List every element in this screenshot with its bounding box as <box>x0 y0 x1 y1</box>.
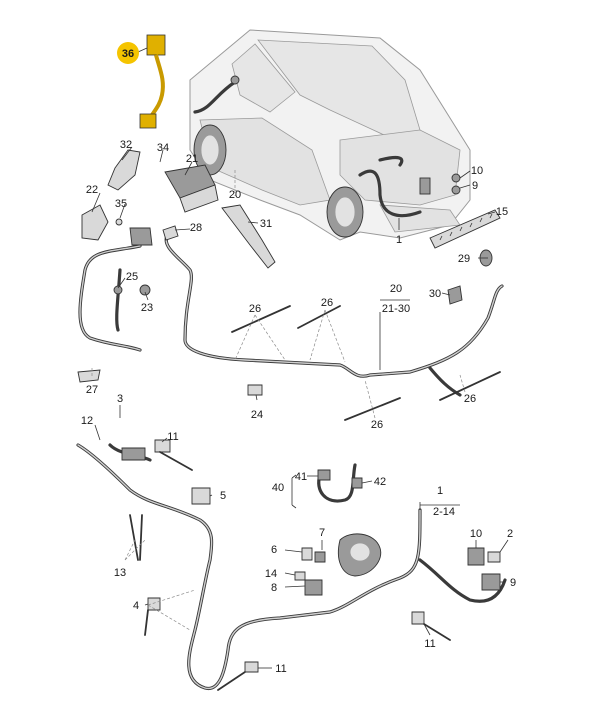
callout-11-lower: 11 <box>275 663 286 675</box>
callout-24: 24 <box>251 409 263 421</box>
sensor-41 <box>317 469 331 481</box>
callout-2-14: 2-14 <box>433 506 455 518</box>
part-10 <box>467 547 485 566</box>
callout-40: 40 <box>272 482 284 494</box>
bracket-32 <box>107 149 141 191</box>
part-2 <box>487 551 501 563</box>
callout-23: 23 <box>141 302 153 314</box>
callout-9-lower: 9 <box>510 577 516 589</box>
callout-3: 3 <box>117 393 123 405</box>
relay-5 <box>191 487 211 505</box>
callout-20-lower: 20 <box>390 283 402 295</box>
callout-5: 5 <box>220 490 226 502</box>
upper-harness <box>78 232 504 397</box>
part-6 <box>301 547 313 561</box>
callout-36-badge <box>117 42 139 64</box>
sensor-42 <box>351 477 363 489</box>
callout-31: 31 <box>260 218 272 230</box>
callout-26-b: 26 <box>321 297 333 309</box>
clip-4 <box>147 597 161 611</box>
callout-10-upper: 10 <box>471 165 483 177</box>
callout-35: 35 <box>115 198 127 210</box>
connector-28 <box>129 227 153 246</box>
connector-12 <box>121 447 146 461</box>
callout-12: 12 <box>81 415 93 427</box>
callout-28: 28 <box>190 222 202 234</box>
part-8 <box>304 579 323 596</box>
callout-8: 8 <box>271 582 277 594</box>
part-24 <box>247 384 263 396</box>
clip-27 <box>77 369 101 383</box>
callout-21-upper: 21 <box>186 153 198 165</box>
callout-36: 36 <box>122 48 134 60</box>
callout-41: 41 <box>295 471 307 483</box>
callout-6: 6 <box>271 544 277 556</box>
callout-26-c: 26 <box>371 419 383 431</box>
callout-22: 22 <box>86 184 98 196</box>
callout-25: 25 <box>126 271 138 283</box>
callout-14: 14 <box>265 568 277 580</box>
callout-30: 30 <box>429 288 441 300</box>
bracket-31 <box>221 204 276 269</box>
callout-1-lower: 1 <box>437 485 443 497</box>
callout-7: 7 <box>319 527 325 539</box>
callout-9-upper: 9 <box>472 180 478 192</box>
callout-26-a: 26 <box>249 303 261 315</box>
callout-20-upper: 20 <box>229 189 241 201</box>
part-14 <box>294 571 306 581</box>
part-30 <box>447 285 463 305</box>
bracket-22 <box>81 204 109 241</box>
callout-26-d: 26 <box>464 393 476 405</box>
leader-lines <box>91 47 509 669</box>
callout-34: 34 <box>157 142 169 154</box>
callout-4: 4 <box>133 600 139 612</box>
callout-27: 27 <box>86 384 98 396</box>
callout-21-30: 21-30 <box>382 303 410 315</box>
connector-7 <box>314 551 326 563</box>
callout-2: 2 <box>507 528 513 540</box>
clip-11-lower <box>244 661 259 673</box>
highlight-part-36 <box>139 34 166 129</box>
callout-32: 32 <box>120 139 132 151</box>
screw-35 <box>115 218 123 226</box>
clip-11-right <box>411 611 425 625</box>
bumper-bracket <box>429 209 501 249</box>
connector-23 <box>139 284 151 296</box>
callout-labels: 36 32 34 21 20 22 35 28 31 10 9 15 1 29 … <box>81 42 516 675</box>
callout-11-right: 11 <box>424 638 435 650</box>
callout-15: 15 <box>496 206 508 218</box>
callout-11-upper: 11 <box>167 431 178 443</box>
car-illustration <box>189 29 471 241</box>
callout-1-upper: 1 <box>396 234 402 246</box>
callout-13: 13 <box>114 567 126 579</box>
callout-10-lower: 10 <box>470 528 482 540</box>
callout-29: 29 <box>458 253 470 265</box>
callout-42: 42 <box>374 476 386 488</box>
part-9 <box>481 573 501 591</box>
lower-harness <box>76 443 507 690</box>
